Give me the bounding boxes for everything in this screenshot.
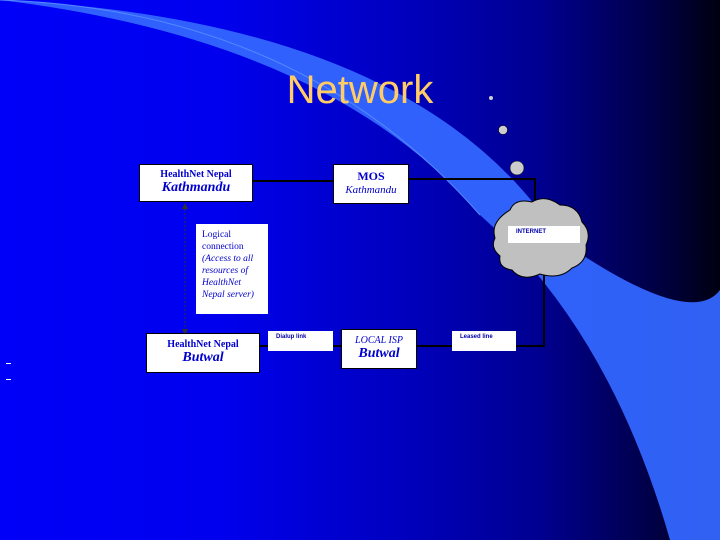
slide-title: Network [286,68,434,112]
node-name: LOCAL ISP [355,335,403,346]
arrow-down-icon [182,329,188,335]
node-name: HealthNet Nepal [167,339,239,350]
marker-dash [6,363,11,364]
swoosh-line [0,0,481,216]
node-location: Butwal [358,346,400,361]
node-local-isp: LOCAL ISP Butwal [341,329,417,369]
node-healthnet-butwal: HealthNet Nepal Butwal [146,333,260,373]
leased-line-label: Leased line [452,331,516,351]
arrow-up-icon [182,203,188,209]
internet-label: INTERNET [508,226,580,243]
note-line2: connection [202,242,244,252]
thought-bubble-medium [498,125,508,135]
node-name: HealthNet Nepal [160,169,232,180]
node-healthnet-kathmandu: HealthNet Nepal Kathmandu [139,164,253,202]
thought-bubble-large [509,160,525,176]
thought-bubble-small [489,96,493,100]
dialup-link-label: Dialup link [268,331,333,351]
note-detail: (Access to all resources of HealthNet Ne… [202,254,254,300]
node-name: MOS [357,169,385,183]
link-mos-internet [408,178,536,200]
note-line1: Logical [202,230,232,240]
node-location: Kathmandu [161,180,231,195]
marker-dash [6,379,11,380]
node-mos-kathmandu: MOS Kathmandu [333,164,409,204]
node-location: Butwal [182,350,224,365]
logical-connection-note: Logical connection (Access to all resour… [196,224,268,314]
node-location: Kathmandu [345,184,397,196]
